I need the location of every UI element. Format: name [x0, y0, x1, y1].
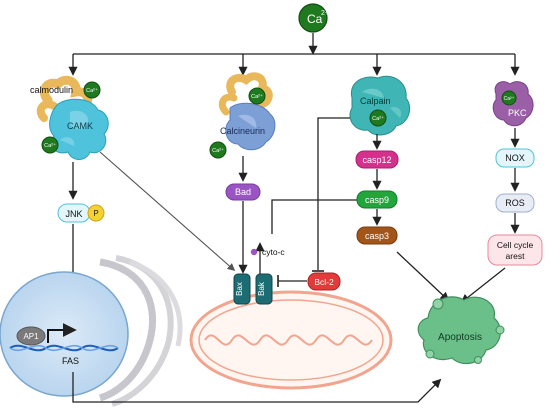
calcium-ion-icon — [369, 109, 387, 127]
fas-to-apoptosis-arrow — [72, 372, 442, 403]
pkc-label: PKC — [508, 108, 527, 118]
casp3-label: casp3 — [365, 231, 389, 241]
bad-node: Bad — [225, 183, 261, 201]
casp12-label: casp12 — [362, 155, 391, 165]
bax-label: Bax — [235, 282, 244, 296]
bak-label: Bak — [257, 281, 266, 296]
cell-cycle-label-line1: Cell cycle — [497, 240, 534, 250]
ap1-label: AP1 — [23, 332, 39, 341]
calcium-ion-icon — [501, 90, 517, 106]
svg-text:Ca²⁺: Ca²⁺ — [251, 93, 263, 100]
ros-label: ROS — [505, 198, 525, 208]
cellcycle-to-apoptosis-arrow — [460, 267, 506, 304]
jnk-node: JNK P — [57, 203, 105, 223]
bax-bak-pore: Bax Bak — [233, 273, 273, 305]
calcineurin-label: Calcineurin — [220, 126, 265, 136]
nox-node: NOX — [495, 148, 535, 168]
svg-text:Ca²⁺: Ca²⁺ — [44, 142, 56, 149]
bcl2-label: Bcl-2 — [314, 277, 334, 287]
casp3-node: casp3 — [356, 226, 398, 245]
cell-cycle-label-line2: arest — [506, 251, 526, 261]
jnk-label: JNK — [65, 209, 82, 219]
calcium-ion-icon — [83, 81, 101, 99]
cyto-c-label: cyto-c — [262, 247, 285, 257]
calpain-inhibits-bcl2-line — [317, 117, 350, 270]
bad-label: Bad — [235, 187, 251, 197]
calcium-ion-icon — [41, 136, 59, 154]
casp9-label: casp9 — [365, 195, 389, 205]
svg-text:Ca²⁺: Ca²⁺ — [212, 147, 224, 154]
casp12-node: casp12 — [355, 150, 399, 169]
mitochondrion — [189, 290, 393, 390]
casp3-to-apoptosis-arrow — [396, 251, 450, 302]
casp9-node: casp9 — [356, 190, 398, 209]
calcium-ion-icon — [248, 87, 266, 105]
calpain-complex: Calpain Ca²⁺ — [349, 75, 411, 136]
ca-top-charge: 2+ — [321, 10, 329, 17]
camk-label: CAMK — [67, 121, 93, 131]
calpain-label: Calpain — [360, 96, 391, 106]
distribution-lines — [68, 33, 520, 76]
camk-to-bax-arrow — [99, 151, 236, 272]
svg-text:Ca²⁺: Ca²⁺ — [372, 115, 384, 122]
cyto-c-node: cyto-c — [250, 247, 285, 257]
calcium-ion-icon — [209, 141, 227, 159]
svg-text:Ca²⁺: Ca²⁺ — [504, 96, 515, 102]
ca-top-label: Ca — [307, 12, 323, 26]
camk-complex: calmodulin CAMK Ca²⁺ Ca²⁺ — [30, 75, 109, 160]
fas-label: FAS — [62, 356, 79, 366]
calcineurin-complex: Calcineurin Ca²⁺ Ca²⁺ — [209, 72, 276, 159]
cyto-c-to-casp9-arrow — [271, 195, 369, 234]
nox-label: NOX — [505, 153, 525, 163]
apoptosis-cell: Apoptosis — [417, 296, 505, 365]
svg-text:Ca²⁺: Ca²⁺ — [86, 87, 98, 94]
ros-node: ROS — [495, 193, 535, 213]
calmodulin-label: calmodulin — [30, 85, 73, 95]
cell-cycle-arrest-node: Cell cycle arest — [487, 234, 543, 266]
pkc-complex: PKC Ca²⁺ — [492, 81, 534, 127]
phosphate-icon — [87, 204, 105, 222]
p-label: P — [93, 209, 98, 218]
nucleus: AP1 FAS — [0, 255, 183, 407]
apoptosis-label: Apoptosis — [438, 332, 482, 343]
bcl2-node: Bcl-2 — [307, 272, 341, 291]
calcium-source: Ca 2+ — [298, 3, 329, 33]
